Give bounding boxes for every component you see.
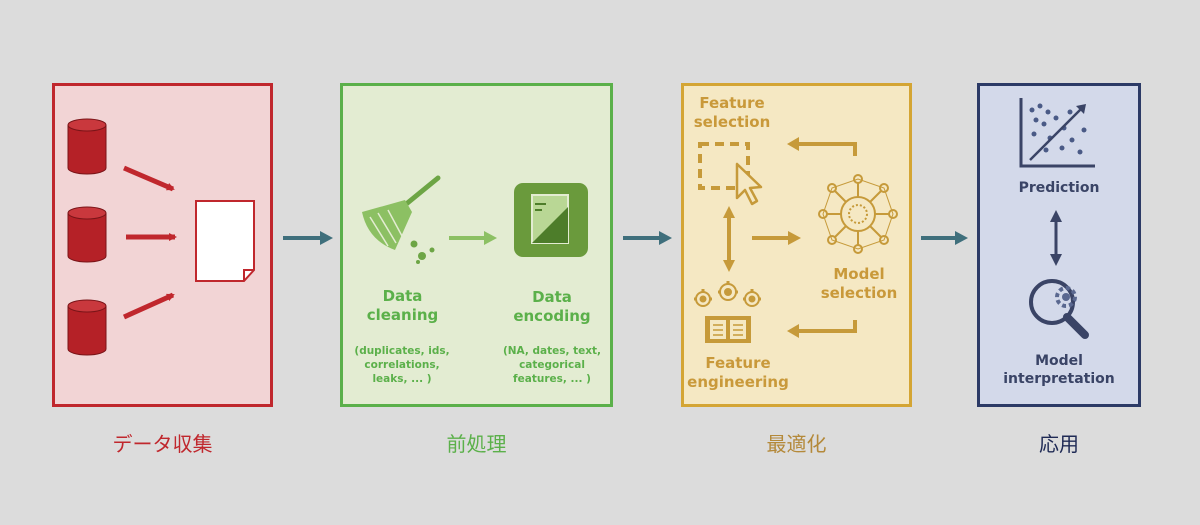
prediction-label: Prediction bbox=[1018, 180, 1100, 196]
database-icon bbox=[67, 206, 107, 263]
stage-optimization bbox=[681, 83, 912, 407]
neural-network-icon bbox=[818, 174, 898, 254]
cycle-arrows bbox=[723, 137, 857, 338]
magnifier-gear-icon bbox=[1029, 279, 1089, 339]
stage-application bbox=[977, 83, 1141, 407]
arrow-icon bbox=[449, 231, 497, 245]
bidirectional-arrow bbox=[1050, 210, 1062, 266]
stage-label-preprocessing: 前処理 bbox=[446, 432, 507, 456]
stage-label-application: 応用 bbox=[1039, 432, 1079, 456]
stage-label-data-collection: データ収集 bbox=[112, 432, 213, 456]
selection-cursor-icon bbox=[698, 142, 763, 206]
arrow-icon bbox=[122, 165, 177, 320]
model-selection-label: Model selection bbox=[820, 265, 898, 302]
feature-selection-label: Feature selection bbox=[693, 94, 771, 131]
data-cleaning-title: Data cleaning bbox=[366, 287, 439, 324]
document-icon bbox=[195, 200, 255, 282]
database-icon bbox=[67, 299, 107, 356]
data-encoding-note: (NA, dates, text, categorical features, … bbox=[502, 345, 602, 386]
stage-connector-arrow bbox=[283, 231, 968, 245]
stage-label-optimization: 最適化 bbox=[766, 432, 827, 456]
gears-book-icon bbox=[694, 281, 761, 343]
database-icon bbox=[67, 118, 107, 175]
data-encoding-title: Data encoding bbox=[513, 288, 591, 325]
feature-engineering-label: Feature engineering bbox=[687, 354, 789, 391]
model-interpretation-label: Model interpretation bbox=[1003, 353, 1115, 387]
broom-icon bbox=[362, 175, 441, 264]
scatter-plot-icon bbox=[1019, 98, 1095, 168]
data-cleaning-note: (duplicates, ids, correlations, leaks, .… bbox=[354, 345, 450, 386]
encoding-file-icon bbox=[514, 183, 588, 257]
